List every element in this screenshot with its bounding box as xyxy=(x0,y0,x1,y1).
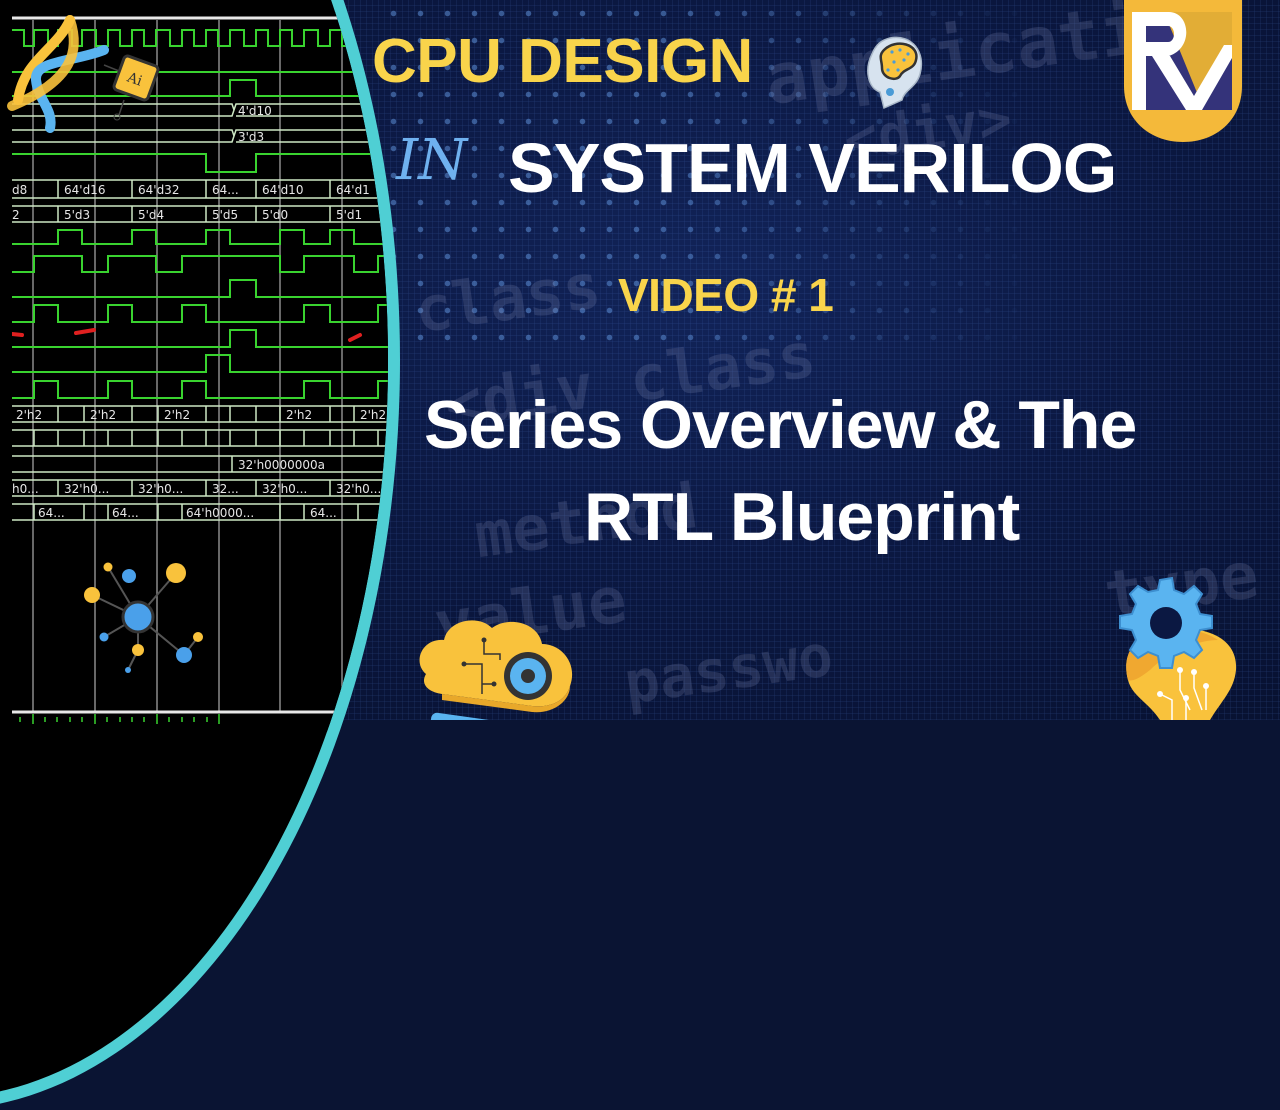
svg-text:64...: 64... xyxy=(112,506,139,520)
svg-text:32'h0...: 32'h0... xyxy=(64,482,109,496)
subtitle-line-2: RTL Blueprint xyxy=(584,479,1020,555)
svg-text:2'h2: 2'h2 xyxy=(360,408,386,422)
background-dot-pattern xyxy=(380,0,1080,360)
svg-text:64'd10: 64'd10 xyxy=(262,183,303,197)
lightbulb-gear-icon xyxy=(1119,576,1237,720)
svg-text:64'd16: 64'd16 xyxy=(64,183,105,197)
svg-text:2: 2 xyxy=(12,208,20,222)
title-cpu-design: CPU DESIGN xyxy=(372,27,753,96)
svg-text:64'd1: 64'd1 xyxy=(336,183,370,197)
ai-brain-head-icon xyxy=(867,36,923,110)
episode-label: VIDEO # 1 xyxy=(618,269,834,321)
svg-text:5'd5: 5'd5 xyxy=(212,208,238,222)
svg-text:Ai: Ai xyxy=(124,69,145,90)
svg-text:64'd32: 64'd32 xyxy=(138,183,179,197)
subtitle-line-1: Series Overview & The xyxy=(424,387,1137,463)
title-in-script: IN xyxy=(396,128,468,193)
waveform-viewer: 4'd10 3'd3 d8 64'd16 64'd32 64... 64'd10… xyxy=(10,12,388,732)
svg-text:d8: d8 xyxy=(12,183,27,197)
svg-text:3'd3: 3'd3 xyxy=(238,130,264,144)
svg-text:5'd3: 5'd3 xyxy=(64,208,90,222)
network-molecule-icon xyxy=(84,562,203,673)
svg-text:2'h2: 2'h2 xyxy=(286,408,312,422)
svg-text:4'd10: 4'd10 xyxy=(238,104,272,118)
svg-text:h0...: h0... xyxy=(12,482,39,496)
svg-text:32'h0...: 32'h0... xyxy=(262,482,307,496)
svg-text:5'd0: 5'd0 xyxy=(262,208,288,222)
rv-logo-icon xyxy=(1124,0,1242,142)
dna-ai-chip-icon: Ai xyxy=(7,15,160,133)
cloud-gear-icon xyxy=(419,620,573,720)
svg-text:5'd1: 5'd1 xyxy=(336,208,362,222)
svg-text:32'h0...: 32'h0... xyxy=(336,482,381,496)
svg-text:64...: 64... xyxy=(38,506,65,520)
svg-text:5'd4: 5'd4 xyxy=(138,208,164,222)
svg-text:64...: 64... xyxy=(310,506,337,520)
svg-text:64...: 64... xyxy=(212,183,239,197)
svg-text:32'h0000000a: 32'h0000000a xyxy=(238,458,325,472)
svg-text:2'h2: 2'h2 xyxy=(16,408,42,422)
svg-text:32'h0...: 32'h0... xyxy=(138,482,183,496)
svg-text:32...: 32... xyxy=(212,482,239,496)
svg-text:64'h0000...: 64'h0000... xyxy=(186,506,254,520)
title-system-verilog: SYSTEM VERILOG xyxy=(508,129,1117,207)
svg-text:2'h2: 2'h2 xyxy=(164,408,190,422)
svg-text:2'h2: 2'h2 xyxy=(90,408,116,422)
